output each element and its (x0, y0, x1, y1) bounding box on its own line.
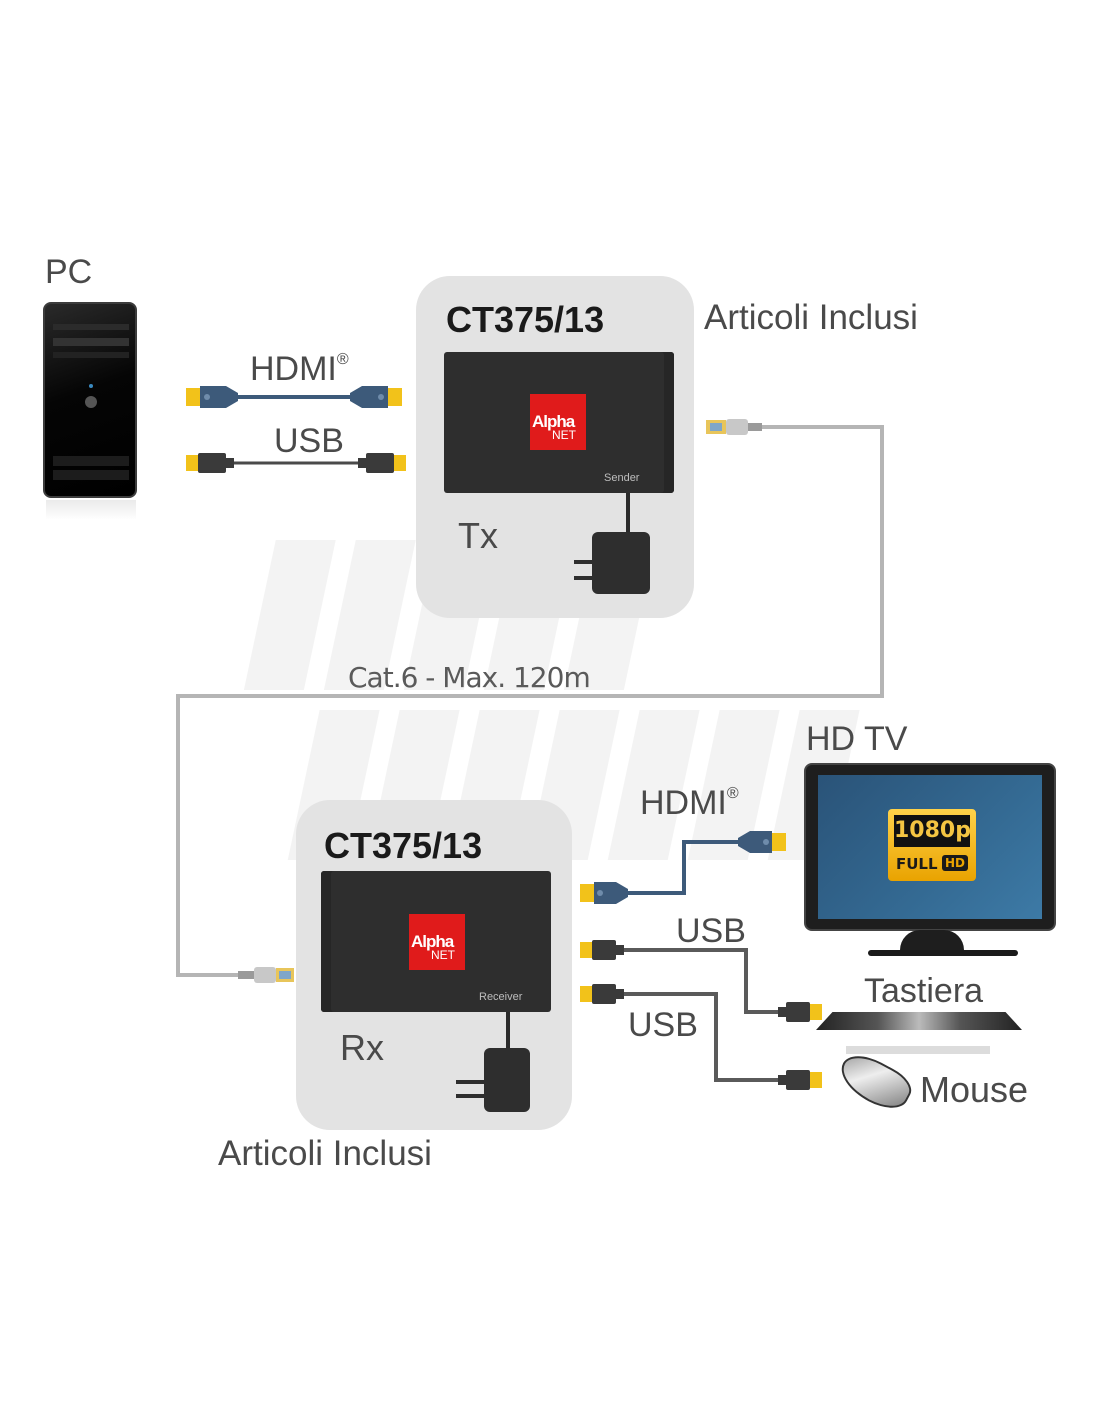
keyboard-label: Tastiera (864, 972, 984, 1010)
usb-cable-tx (186, 453, 406, 473)
transmitter-model: CT375/13 (446, 299, 605, 340)
hdmi-text: HDMI (250, 350, 337, 388)
power-prong (574, 560, 592, 564)
alphanet-logo: Alpha NET (409, 914, 465, 970)
receiver-device: Alpha NET Receiver (321, 871, 551, 1012)
badge-hd: HD (942, 855, 969, 871)
usb-label-keyboard: USB (676, 912, 746, 950)
registered-mark: ® (726, 785, 739, 802)
rj45-connector-tx (706, 419, 762, 435)
rj45-connector-rx (238, 967, 294, 983)
included-label-tx: Articoli Inclusi (704, 298, 918, 337)
cat6-cable (176, 425, 884, 977)
keyboard-icon (816, 1012, 1022, 1030)
transmitter-device: Alpha NET Sender (444, 352, 674, 493)
registered-mark: ® (336, 351, 349, 368)
usb-cable-mouse (580, 984, 822, 1090)
badge-resolution: 1080p (894, 815, 971, 847)
power-prong (574, 576, 592, 580)
usb-label-mouse: USB (628, 1006, 698, 1044)
mouse-label: Mouse (920, 1069, 1029, 1110)
tv-icon: 1080p FULL HD (804, 763, 1056, 931)
power-adapter-body (484, 1048, 530, 1112)
tv-label: HD TV (806, 720, 908, 758)
hdmi-text: HDMI (640, 784, 727, 822)
power-prong (456, 1080, 484, 1084)
hdmi-label-tx: HDMI® (250, 350, 349, 388)
hdmi-cable-tx (186, 386, 402, 408)
keyboard-shadow (846, 1046, 990, 1054)
hdmi-cable-rx (580, 831, 786, 904)
power-adapter-icon (626, 493, 630, 533)
usb-label-tx: USB (274, 422, 344, 460)
tv-stand-neck (900, 930, 964, 952)
pc-reflection (46, 500, 136, 520)
badge-full: FULL (896, 855, 938, 873)
included-label-rx: Articoli Inclusi (218, 1134, 432, 1173)
power-adapter-icon (506, 1012, 510, 1052)
receiver-tag: Receiver (479, 991, 523, 1003)
tv-stand-base (868, 950, 1018, 956)
rx-label: Rx (340, 1027, 384, 1068)
full-hd-badge: 1080p FULL HD (888, 809, 976, 881)
hdmi-label-rx: HDMI® (640, 784, 739, 822)
power-adapter-body (592, 532, 650, 594)
usb-cable-keyboard (580, 940, 822, 1022)
sender-tag: Sender (604, 472, 640, 484)
cat6-label: Cat.6 - Max. 120m (348, 661, 591, 694)
power-prong (456, 1094, 484, 1098)
pc-label: PC (45, 253, 93, 291)
alphanet-logo: Alpha NET (530, 394, 586, 450)
tx-label: Tx (458, 515, 498, 556)
receiver-model: CT375/13 (324, 825, 483, 866)
pc-tower-icon (43, 302, 137, 498)
